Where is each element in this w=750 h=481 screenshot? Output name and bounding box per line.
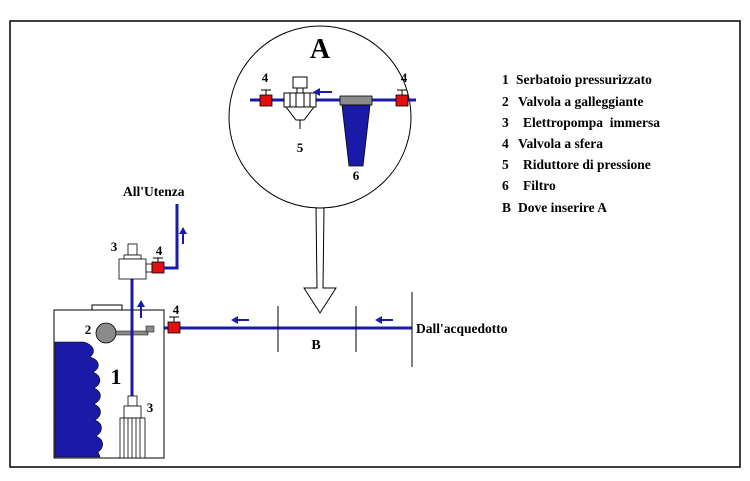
detail-valve-left [259,89,273,107]
riser-flow-arrow [137,300,145,318]
detail-a: A 4 4 5 [228,25,416,209]
legend-num-3: 3 [502,115,509,130]
filter [339,95,373,167]
delivery-flow-arrow [179,227,187,244]
detail-valve-right [395,89,409,107]
detail-valve-right-label: 4 [401,70,408,85]
pump-control-unit [118,243,153,280]
delivery-valve [151,257,165,274]
legend-text-3: Elettropompa immersa [523,115,660,130]
inlet-flow-arrow-right [375,316,393,324]
pump-number-lower: 3 [147,400,154,415]
legend-text-2: Valvola a galleggiante [518,94,644,109]
legend-num-2: 2 [502,94,509,109]
point-b-label: B [311,338,320,353]
legend: 1 Serbatoio pressurizzato 2 Valvola a ga… [502,72,660,215]
detail-valve-left-label: 4 [262,70,269,85]
legend-text-b: Dove inserire A [518,200,607,215]
pump-number-upper: 3 [111,239,118,254]
legend-text-4: Valvola a sfera [518,136,603,151]
legend-num-5: 5 [502,157,509,172]
float-ball [95,322,117,344]
tank-valve-number: 4 [173,302,180,317]
legend-num-4: 4 [502,136,509,151]
legend-num-6: 6 [502,178,509,193]
detail-label: A [310,34,331,65]
tank-lid [91,304,123,311]
tank-inlet-valve [167,316,181,334]
delivery-pipe [164,204,179,270]
float-valve-body [145,325,155,333]
acquedotto-label: Dall'acquedotto [416,321,508,336]
legend-text-1: Serbatoio pressurizzato [516,72,652,87]
inlet-flow-arrow-left [231,316,249,324]
legend-num-1: 1 [502,72,509,87]
diagram-frame [9,20,741,468]
tank-water [54,341,103,458]
float-number: 2 [85,322,92,337]
utenza-label: All'Utenza [123,184,185,199]
legend-text-5: Riduttore di pressione [523,157,651,172]
filter-label: 6 [353,168,360,183]
detail-flow-arrow [313,88,332,96]
legend-text-6: Filtro [523,178,556,193]
delivery-valve-number: 4 [156,243,163,258]
detail-pointer-arrow [303,207,337,314]
reducer-label: 5 [297,140,304,155]
pressure-reducer [283,76,317,129]
submersible-pump [119,395,146,459]
legend-num-b: B [502,200,511,215]
tank-number: 1 [111,364,122,389]
